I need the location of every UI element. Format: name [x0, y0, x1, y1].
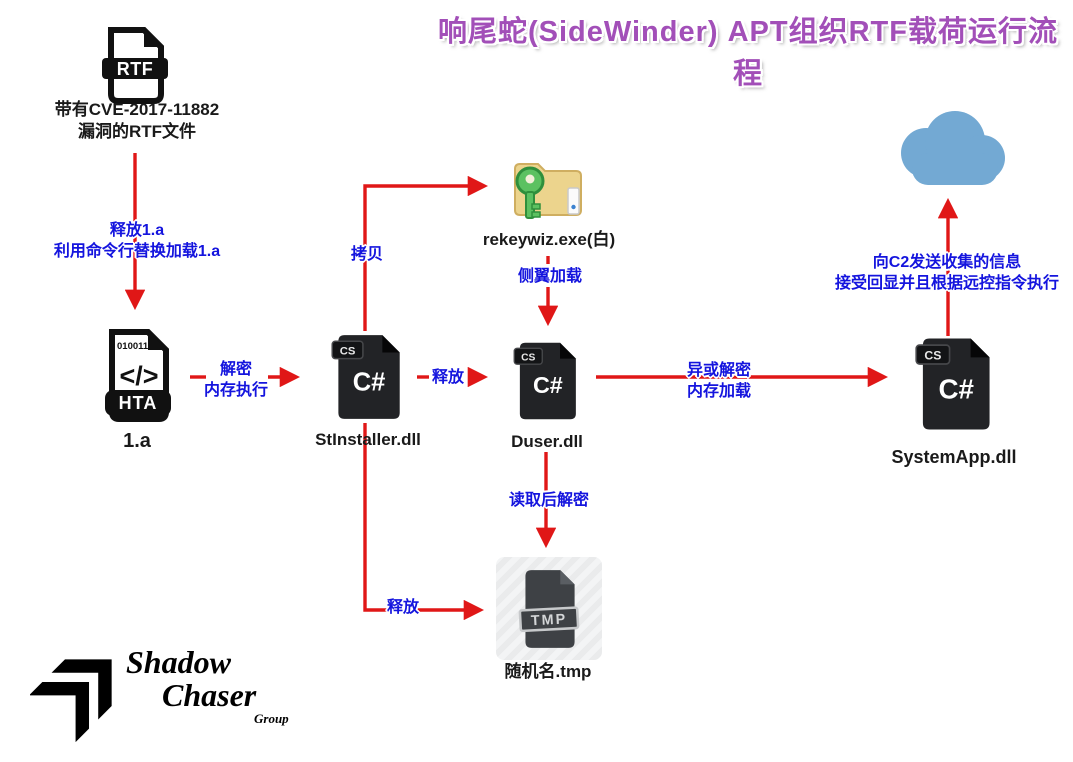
- shadow-chaser-logo-icon: [30, 659, 112, 743]
- cs-body-label: C#: [938, 373, 974, 404]
- logo-word-shadow: Shadow: [126, 644, 231, 680]
- logo-word-group: Group: [254, 711, 289, 726]
- cs-tab-label: CS: [924, 349, 941, 363]
- rtf-caption: 带有CVE-2017-11882 漏洞的RTF文件: [55, 99, 219, 143]
- tmp-icon-panel: TMP: [496, 557, 602, 660]
- tmp-caption: 随机名.tmp: [504, 662, 592, 681]
- edge-label-duser-to-tmp: 读取后解密: [508, 492, 590, 509]
- edge-label-line: 解密: [219, 361, 253, 378]
- rtf-caption-line1: 带有CVE-2017-11882: [54, 100, 220, 119]
- edge-label-rekeywiz-to-duser: 侧翼加载: [517, 268, 583, 285]
- edge-label-hta-to-stinstaller: 解密 内存执行: [204, 359, 268, 401]
- rtf-file-icon: RTF: [102, 27, 168, 104]
- cloud-icon: [901, 111, 1005, 185]
- edge-label-stinstaller-to-tmp: 释放: [386, 599, 420, 616]
- edge-label-line: 异或解密: [686, 362, 752, 379]
- rtf-caption-line2: 漏洞的RTF文件: [77, 122, 197, 141]
- edge-label-line: 内存加载: [686, 383, 752, 400]
- edge-label-line: 内存执行: [203, 382, 269, 399]
- csharp-file-icon-systemapp: CS C#: [915, 338, 990, 430]
- cs-tab-label: CS: [521, 352, 535, 363]
- edge-label-rtf-to-hta: 释放1.a 利用命令行替换加载1.a: [54, 220, 220, 262]
- cs-body-label: C#: [353, 368, 386, 396]
- hta-caption: 1.a: [123, 430, 151, 452]
- folder-key-icon: [514, 163, 582, 219]
- edge-label-line: 向C2发送收集的信息: [872, 254, 1022, 271]
- page-title: 响尾蛇(SideWinder) APT组织RTF载荷运行流程: [437, 16, 1058, 90]
- csharp-file-icon-stinstaller: CS C#: [331, 335, 400, 419]
- systemapp-caption: SystemApp.dll: [891, 447, 1017, 467]
- shadow-chaser-logo-text: Shadow Chaser Group: [118, 646, 308, 726]
- csharp-file-icon-duser: CS C#: [513, 342, 576, 420]
- logo-word-chaser: Chaser: [162, 677, 257, 713]
- edge-label-stinstaller-to-rekeywiz: 拷贝: [350, 246, 384, 263]
- hta-icon-code: </>: [119, 361, 158, 391]
- tmp-icon-label: TMP: [530, 611, 567, 629]
- edge-label-systemapp-to-c2: 向C2发送收集的信息 接受回显并且根据远控指令执行: [835, 252, 1059, 294]
- rekeywiz-caption: rekeywiz.exe(白): [482, 230, 616, 249]
- hta-icon-label: HTA: [119, 393, 158, 413]
- edge-label-line: 利用命令行替换加载1.a: [53, 243, 221, 260]
- edge-label-stinstaller-to-duser: 释放: [431, 369, 465, 386]
- rtf-icon-label: RTF: [117, 59, 154, 79]
- stinstaller-caption: StInstaller.dll: [315, 430, 421, 449]
- edge-label-line: 释放1.a: [109, 222, 165, 239]
- arrow-stinstaller-to-tmp: [363, 423, 485, 621]
- duser-caption: Duser.dll: [511, 432, 583, 451]
- cs-tab-label: CS: [340, 346, 356, 358]
- edge-label-line: 接受回显并且根据远控指令执行: [834, 275, 1060, 292]
- edge-label-duser-to-systemapp: 异或解密 内存加载: [687, 360, 751, 402]
- tmp-file-icon: TMP: [518, 569, 580, 648]
- hta-file-icon: 010011 </> HTA: [105, 329, 171, 422]
- cs-body-label: C#: [533, 372, 563, 398]
- hta-icon-binary: 010011: [117, 341, 149, 352]
